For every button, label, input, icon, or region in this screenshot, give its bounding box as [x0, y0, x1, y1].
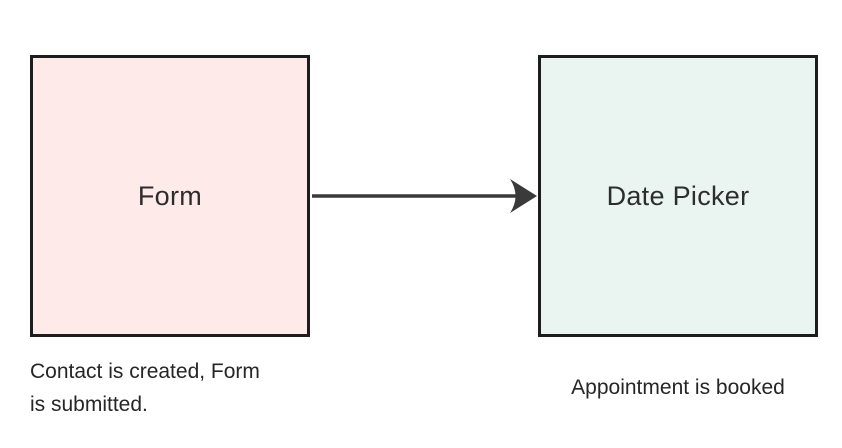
node-date-picker-caption: Appointment is booked [571, 376, 785, 399]
node-date-picker[interactable]: Date Picker [538, 55, 818, 337]
node-form[interactable]: Form [30, 55, 310, 337]
node-form-label: Form [137, 180, 203, 211]
node-form-caption: Contact is created, Form is submitted. [30, 360, 260, 416]
node-date-picker-label: Date Picker [606, 180, 750, 211]
